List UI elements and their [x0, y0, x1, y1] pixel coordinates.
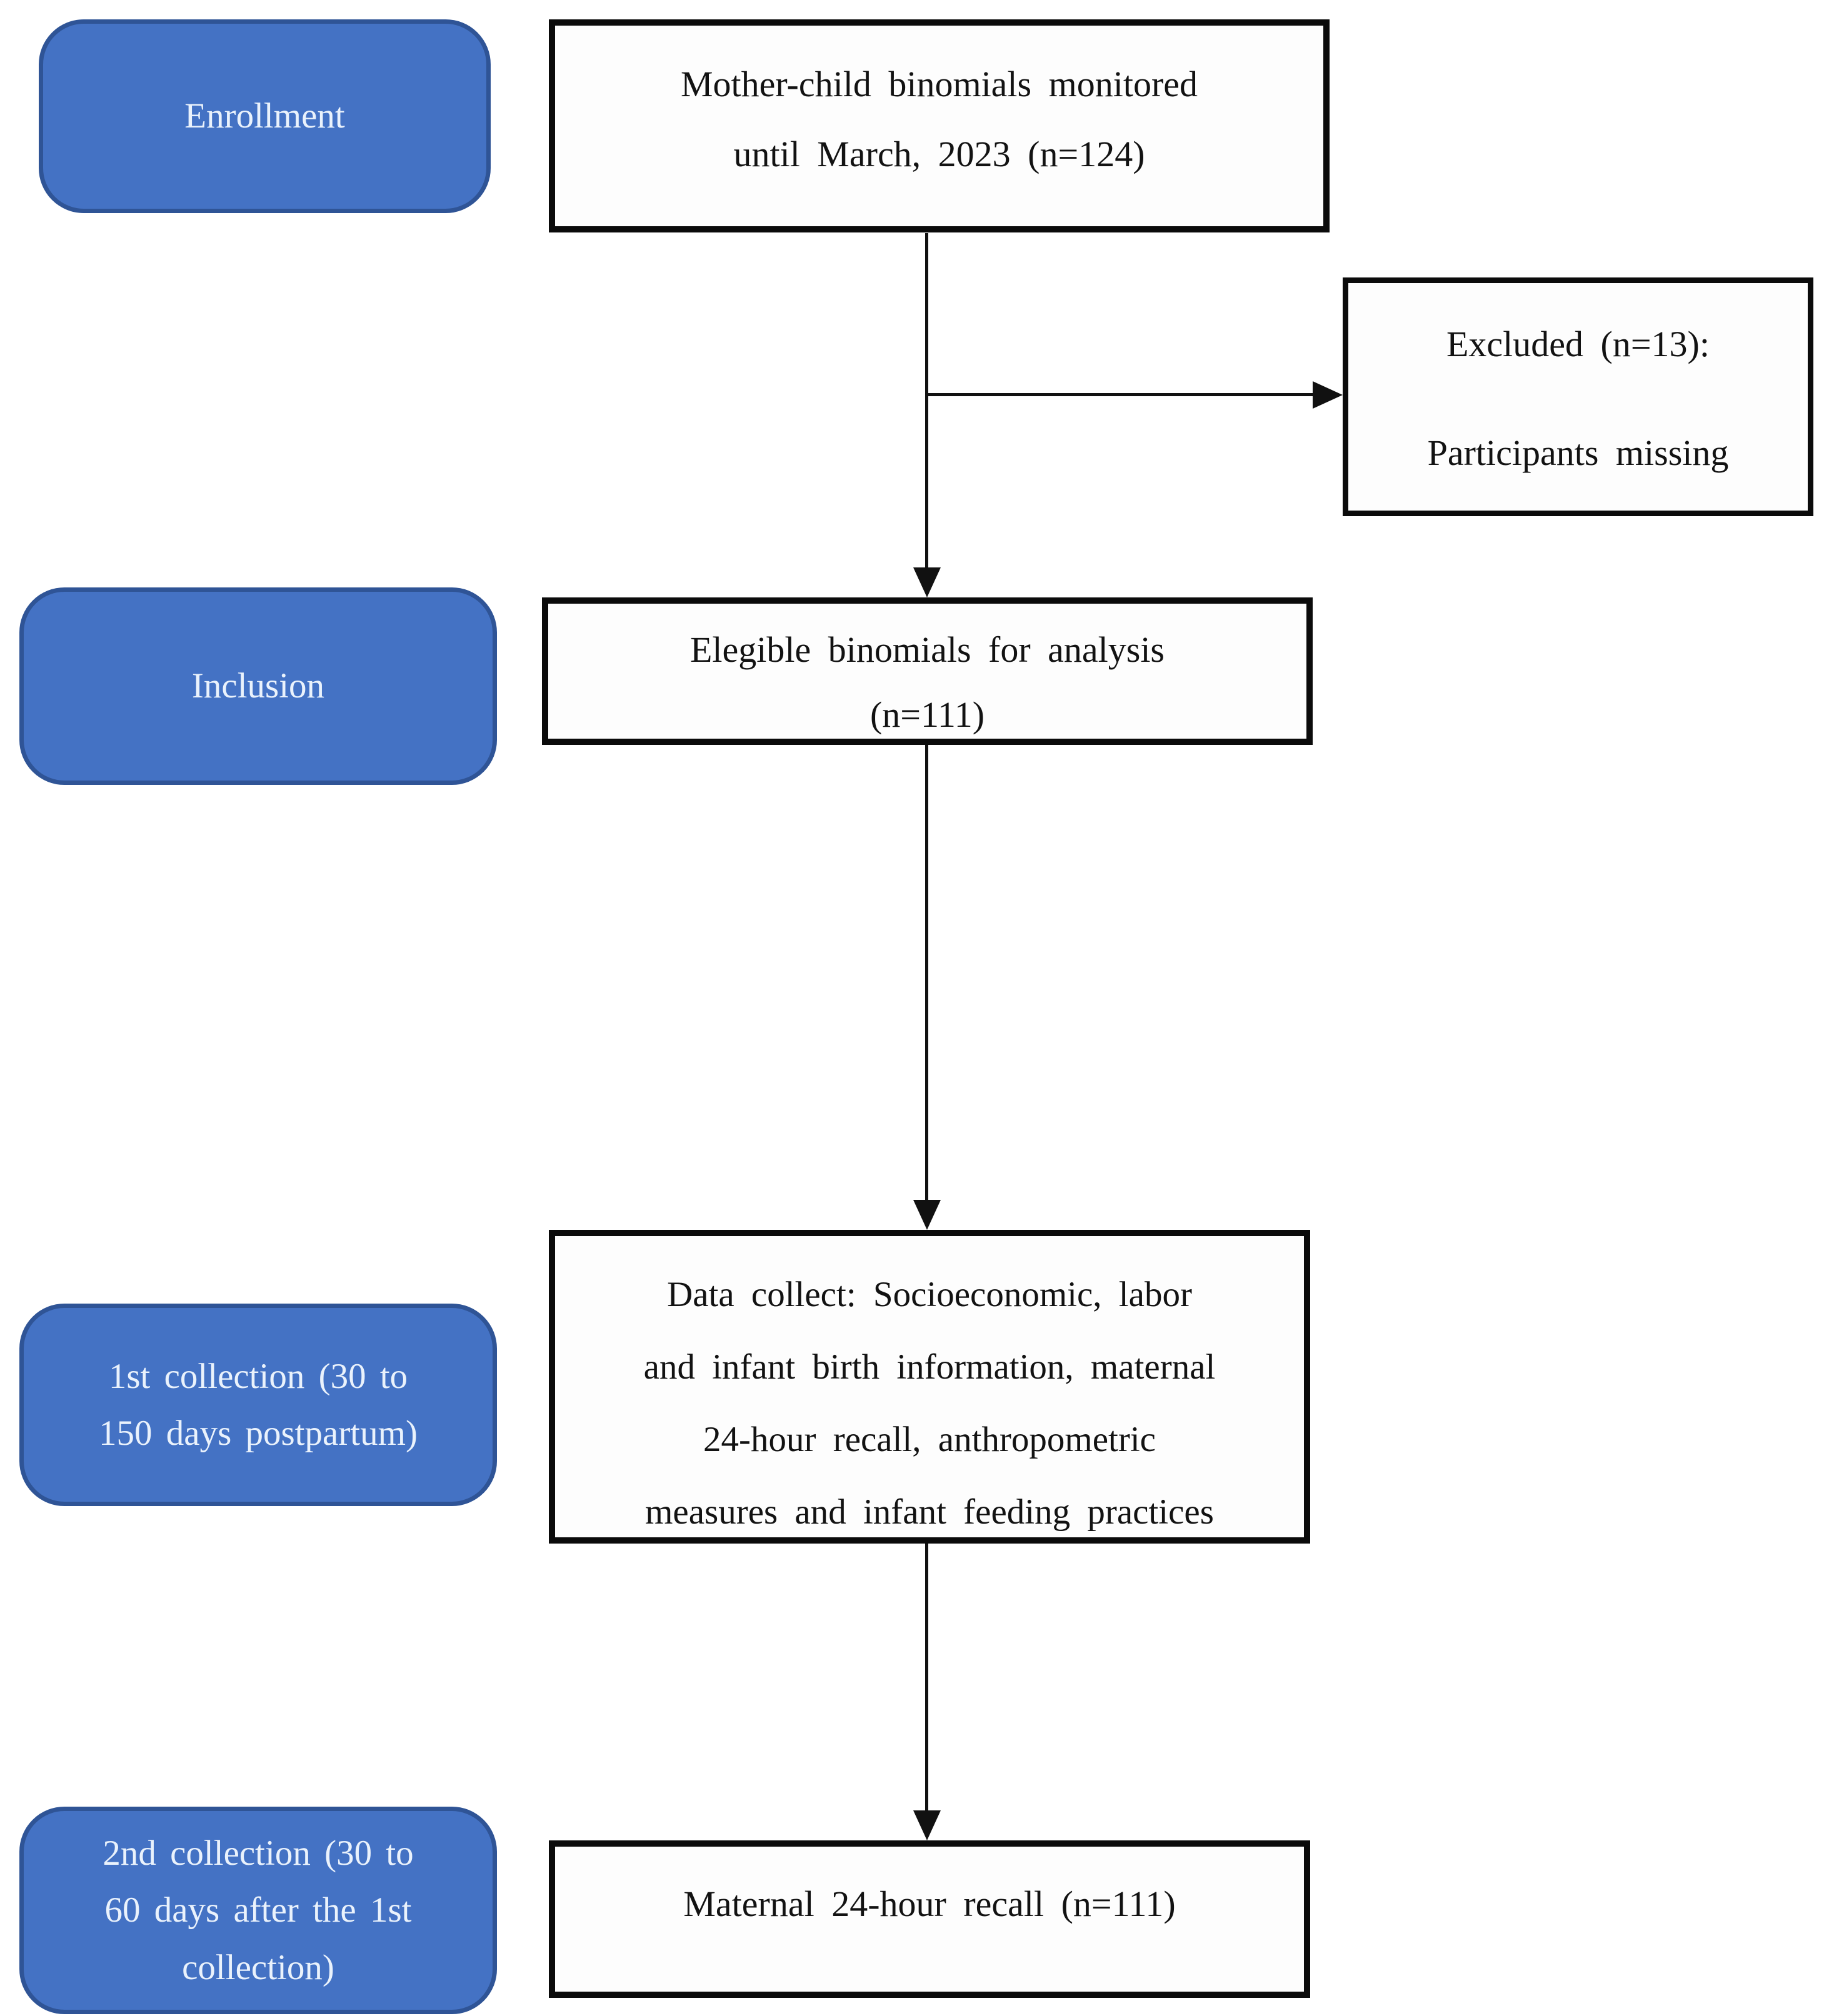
arrowhead-down-icon: [913, 1810, 941, 1840]
connector-monitored-to-eligible: [925, 233, 928, 569]
stage-inclusion: Inclusion: [19, 587, 497, 785]
arrowhead-down-icon: [913, 1200, 941, 1230]
stage-inclusion-label: Inclusion: [191, 666, 325, 706]
connector-collect-to-recall: [925, 1544, 928, 1812]
node-maternal-recall-text-line1: Maternal 24-hour recall (n=111): [683, 1884, 1176, 1924]
stage-enrollment-label: Enrollment: [184, 96, 345, 136]
node-eligible-binomials: Elegible binomials for analysis (n=111): [542, 597, 1313, 745]
node-monitored-text-line2: until March, 2023 (n=124): [733, 134, 1145, 174]
arrowhead-down-icon: [913, 567, 941, 597]
stage-first-collection: 1st collection (30 to 150 days postpartu…: [19, 1304, 497, 1506]
stage-second-collection-label-line2: 60 days after the 1st: [104, 1890, 412, 1930]
arrowhead-right-icon: [1313, 381, 1343, 409]
node-data-collect-text-line4: measures and infant feeding practices: [645, 1492, 1214, 1532]
node-eligible-text-line2: (n=111): [869, 694, 985, 735]
stage-first-collection-label-line2: 150 days postpartum): [99, 1414, 418, 1453]
node-data-collect-text-line2: and infant birth information, maternal: [643, 1347, 1216, 1387]
connector-branch-to-excluded: [926, 393, 1315, 396]
stage-first-collection-label-line1: 1st collection (30 to: [108, 1356, 408, 1396]
node-data-collect: Data collect: Socioeconomic, labor and i…: [549, 1230, 1310, 1544]
node-excluded: Excluded (n=13): Participants missing: [1343, 277, 1813, 516]
node-monitored-text-line1: Mother-child binomials monitored: [680, 64, 1198, 104]
node-excluded-text-line2: Participants missing: [1427, 432, 1729, 473]
node-maternal-recall: Maternal 24-hour recall (n=111): [549, 1840, 1310, 1998]
connector-eligible-to-collect: [925, 745, 928, 1201]
node-excluded-text-line1: Excluded (n=13):: [1446, 324, 1710, 364]
stage-enrollment: Enrollment: [39, 19, 491, 213]
node-data-collect-text-line1: Data collect: Socioeconomic, labor: [667, 1275, 1192, 1314]
stage-second-collection: 2nd collection (30 to 60 days after the …: [19, 1807, 497, 2014]
node-data-collect-text-line3: 24-hour recall, anthropometric: [703, 1420, 1156, 1459]
stage-second-collection-label-line1: 2nd collection (30 to: [103, 1834, 414, 1874]
node-eligible-text-line1: Elegible binomials for analysis: [689, 629, 1165, 670]
node-monitored-binomials: Mother-child binomials monitored until M…: [549, 19, 1330, 232]
stage-second-collection-label-line3: collection): [182, 1947, 334, 1987]
